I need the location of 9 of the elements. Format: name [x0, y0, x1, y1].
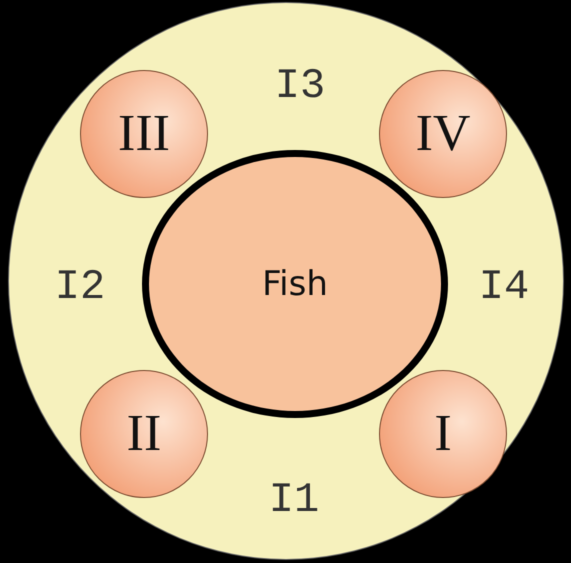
node-label: IV	[416, 108, 470, 160]
node-label: III	[118, 108, 170, 160]
node-label: II	[126, 408, 162, 460]
node-label: I	[434, 408, 452, 460]
region-label: I4	[478, 266, 530, 308]
region-label: I1	[268, 479, 320, 521]
region-label: I2	[54, 266, 106, 308]
node-label: Fish	[262, 267, 328, 301]
region-label: I3	[274, 65, 326, 107]
